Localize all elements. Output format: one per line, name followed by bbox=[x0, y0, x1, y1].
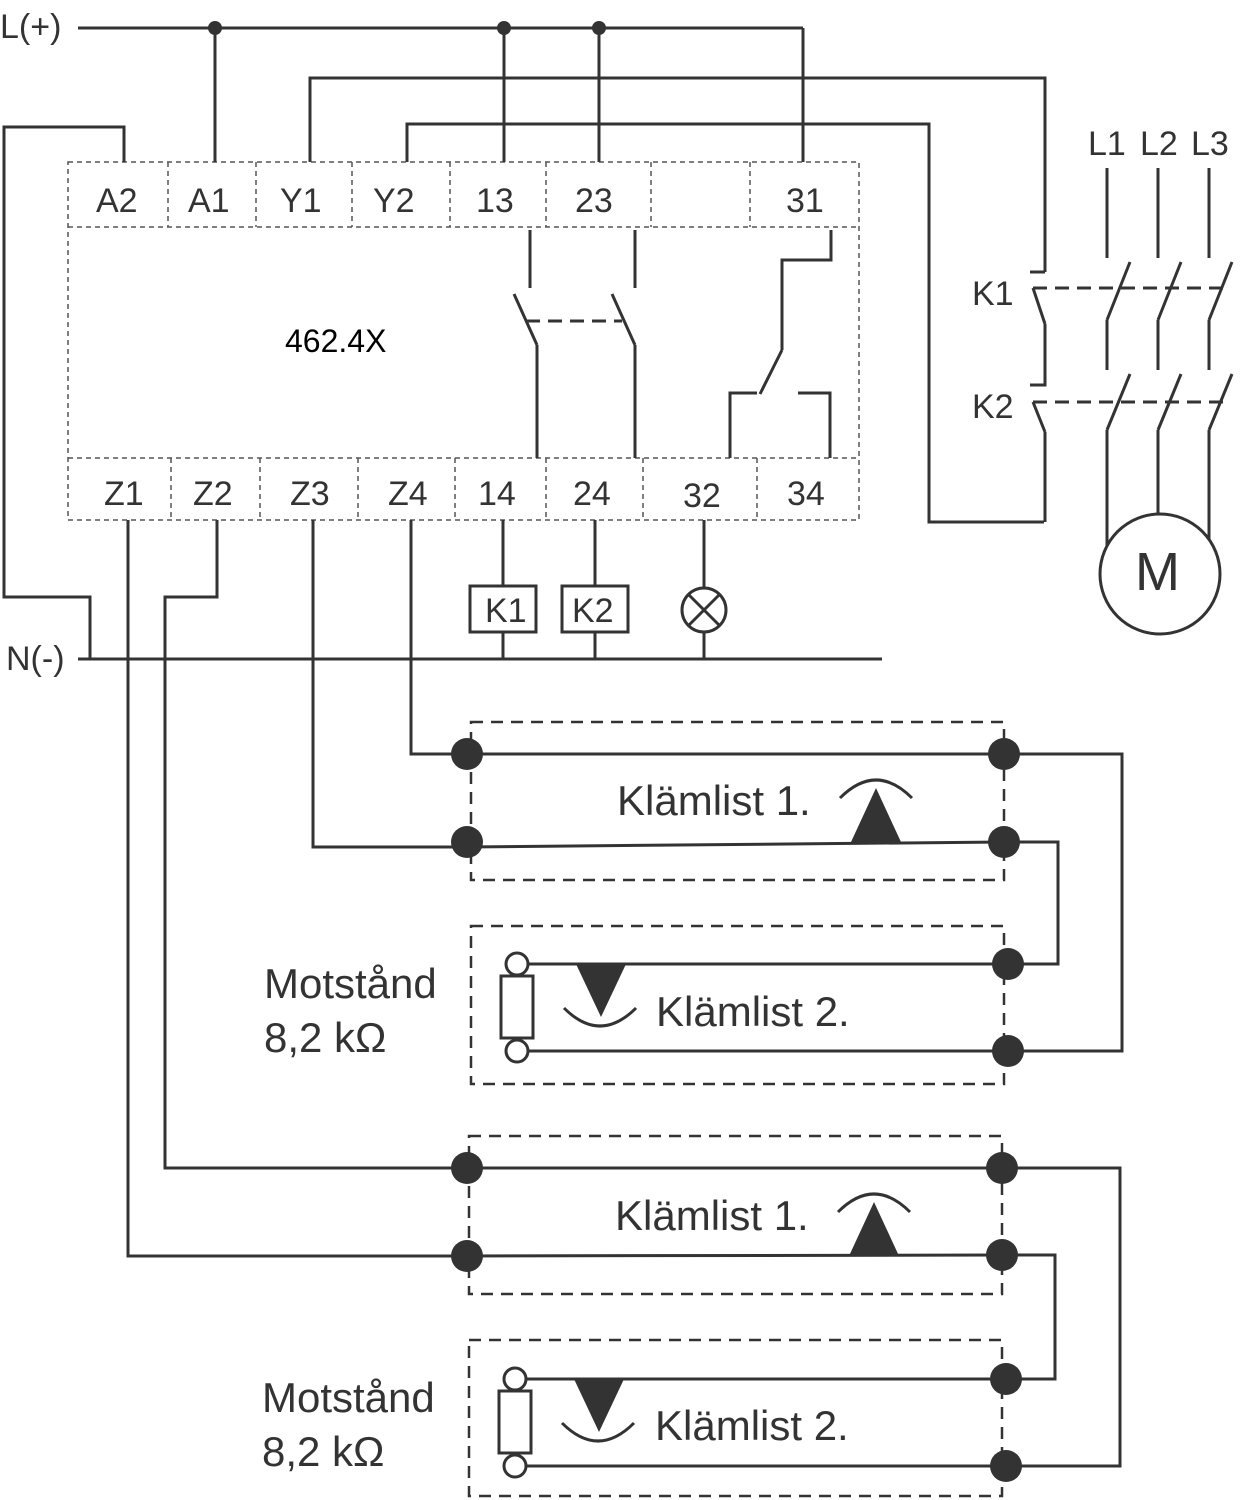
terminal-dot bbox=[451, 1152, 483, 1184]
terminal-dot bbox=[451, 1240, 483, 1272]
pressure-down-icon bbox=[560, 1379, 636, 1443]
pressure-up-icon bbox=[838, 778, 914, 842]
device-outline bbox=[67, 161, 860, 521]
terminal-24: 24 bbox=[573, 475, 611, 513]
resistor-icon bbox=[499, 951, 535, 1064]
terminal-dot bbox=[992, 1035, 1024, 1067]
wire-z3 bbox=[311, 520, 467, 849]
resistor-label-line1: Motstånd bbox=[264, 960, 437, 1007]
resistor-label-line2: 8,2 kΩ bbox=[264, 1014, 386, 1061]
safety-edge-group-1: Klämlist 1. Klämlist 2. Motstånd 8,2 kΩ bbox=[264, 720, 1124, 1086]
strip-2-label: Klämlist 2. bbox=[656, 988, 850, 1035]
wire-z2 bbox=[163, 520, 467, 1170]
safety-edge-group-2: Klämlist 1. Klämlist 2. Motstånd 8,2 kΩ bbox=[262, 1134, 1122, 1498]
strip-2-box bbox=[469, 924, 1006, 1086]
pressure-up-icon bbox=[836, 1192, 912, 1256]
terminal-y1: Y1 bbox=[280, 182, 322, 220]
wire-loop bbox=[1002, 1166, 1122, 1468]
motor-symbol: M bbox=[1135, 542, 1180, 602]
terminal-23: 23 bbox=[575, 182, 613, 220]
wire-loop bbox=[1004, 840, 1060, 966]
wire-y2 bbox=[405, 122, 1044, 524]
wire-loop bbox=[1002, 1253, 1057, 1381]
contactor-k1-label: K1 bbox=[972, 275, 1014, 313]
strip-2-label: Klämlist 2. bbox=[655, 1402, 849, 1449]
terminal-a1: A1 bbox=[188, 182, 230, 220]
resistor-icon bbox=[497, 1366, 533, 1479]
contactor-poles bbox=[1030, 168, 1234, 546]
motor-icon bbox=[1098, 512, 1222, 636]
terminal-z3: Z3 bbox=[290, 475, 330, 513]
strip-1-box bbox=[467, 1134, 1004, 1296]
wire-z1 bbox=[126, 520, 467, 1258]
terminal-dot bbox=[992, 948, 1024, 980]
contactor-k2-label: K2 bbox=[972, 388, 1014, 426]
device-model-label: 462.4X bbox=[285, 323, 386, 359]
supply-negative-label: N(-) bbox=[6, 640, 65, 678]
terminal-z1: Z1 bbox=[104, 475, 144, 513]
phase-l1-label: L1 bbox=[1088, 125, 1126, 163]
terminal-a2: A2 bbox=[96, 182, 138, 220]
wire-loop bbox=[1004, 752, 1124, 1053]
terminal-32: 32 bbox=[683, 477, 721, 515]
terminal-dot bbox=[451, 738, 483, 770]
strip-2-box bbox=[467, 1338, 1004, 1498]
coil-k1-label: K1 bbox=[485, 592, 527, 630]
internal-no-contacts bbox=[512, 230, 637, 458]
terminal-31: 31 bbox=[786, 182, 824, 220]
resistor-label-line2: 8,2 kΩ bbox=[262, 1428, 384, 1475]
terminal-y2: Y2 bbox=[373, 182, 415, 220]
strip-1-label: Klämlist 1. bbox=[617, 777, 811, 824]
terminal-13: 13 bbox=[476, 182, 514, 220]
terminal-14: 14 bbox=[478, 475, 516, 513]
coil-k2-label: K2 bbox=[572, 592, 614, 630]
wire-z4 bbox=[409, 520, 467, 756]
wire-y1 bbox=[308, 76, 1047, 272]
resistor-label-line1: Motstånd bbox=[262, 1374, 435, 1421]
internal-changeover-contact bbox=[728, 230, 833, 458]
phase-l3-label: L3 bbox=[1191, 125, 1229, 163]
terminal-dot bbox=[990, 1450, 1022, 1482]
terminal-dot bbox=[451, 826, 483, 858]
signal-lamp-icon bbox=[680, 586, 728, 634]
supply-positive-label: L(+) bbox=[0, 8, 61, 46]
phase-l2-label: L2 bbox=[1140, 125, 1178, 163]
pressure-down-icon bbox=[562, 964, 638, 1028]
strip-1-box bbox=[469, 720, 1006, 882]
terminal-z4: Z4 bbox=[388, 475, 428, 513]
strip-1-label: Klämlist 1. bbox=[615, 1192, 809, 1239]
wire-a2 bbox=[2, 125, 126, 659]
terminal-34: 34 bbox=[787, 475, 825, 513]
terminal-dot bbox=[990, 1363, 1022, 1395]
safety-relay-module: A2 A1 Y1 Y2 13 23 31 Z1 Z2 Z3 Z4 14 24 3… bbox=[67, 161, 860, 521]
terminal-z2: Z2 bbox=[193, 475, 233, 513]
